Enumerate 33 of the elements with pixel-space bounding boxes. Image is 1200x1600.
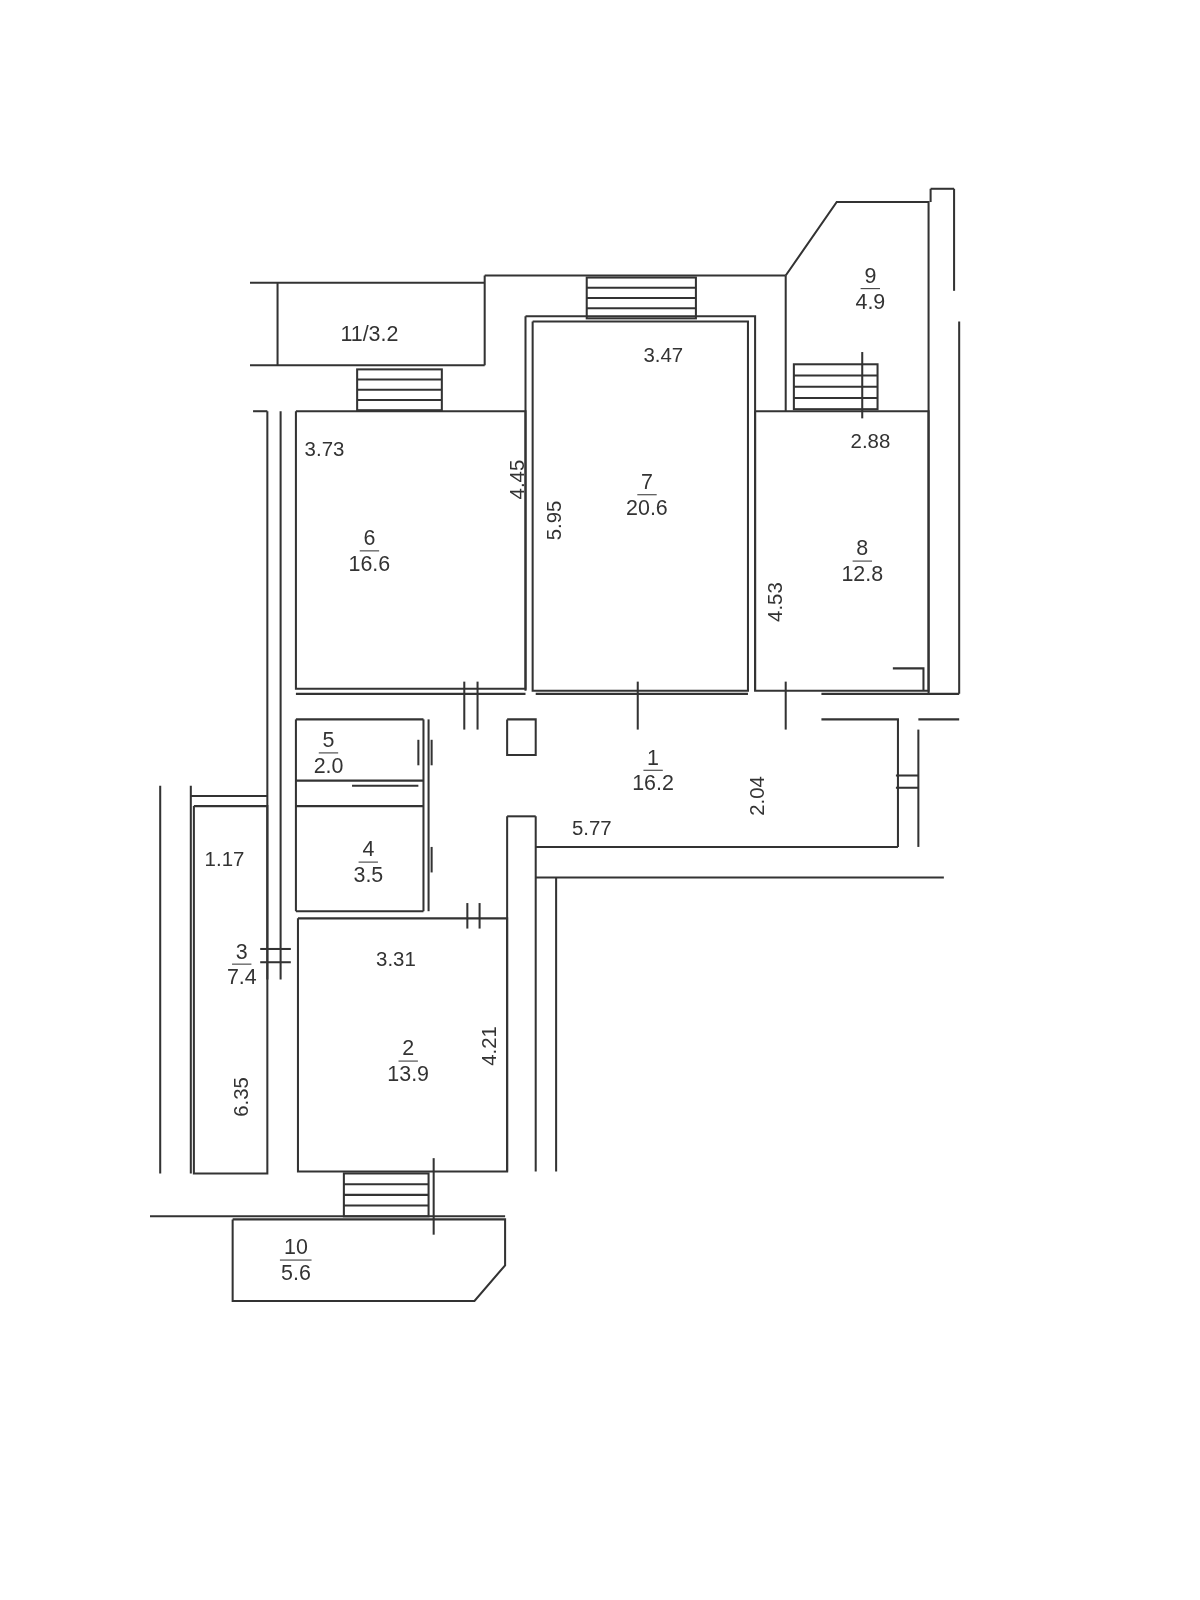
dimension-label: 3.31 [376, 947, 416, 971]
dimension-label: 1.17 [204, 847, 245, 871]
room-area: 4.9 [855, 289, 886, 314]
room-number: 4 [358, 837, 379, 863]
room-area: 5.6 [281, 1260, 311, 1286]
room-number: 7 [636, 469, 657, 496]
dimension-label: 2.04 [745, 776, 769, 816]
dimension-label: 5.77 [571, 816, 612, 841]
room-label: 11/3.2 [340, 321, 399, 346]
dimension-label: 4.53 [763, 582, 788, 622]
dimension-label: 6.35 [230, 1077, 254, 1117]
room-number: 5 [318, 727, 339, 754]
room-area: 13.9 [387, 1061, 429, 1087]
dimension-label: 2.88 [850, 430, 891, 454]
dimension-label: 3.73 [304, 437, 345, 461]
room-number: 9 [860, 263, 881, 290]
room-area: 16.2 [632, 770, 674, 796]
room-number: 6 [359, 525, 380, 552]
dimension-label: 4.45 [505, 459, 530, 500]
dimension-label: 4.21 [478, 1026, 502, 1066]
dimension-label: 3.47 [643, 343, 684, 367]
room-area: 3.5 [353, 862, 384, 888]
room-area: 12.8 [841, 561, 884, 587]
room-number: 10 [279, 1235, 312, 1261]
room-area: 7.4 [226, 964, 257, 990]
room-number: 1 [643, 745, 664, 771]
dimension-label: 5.95 [542, 500, 566, 541]
room-number: 8 [852, 536, 873, 562]
room-area: 2.0 [313, 753, 344, 779]
room-area: 20.6 [626, 495, 668, 521]
room-number: 2 [398, 1036, 419, 1062]
room-number: 3 [231, 939, 252, 965]
room-area: 16.6 [348, 551, 391, 577]
